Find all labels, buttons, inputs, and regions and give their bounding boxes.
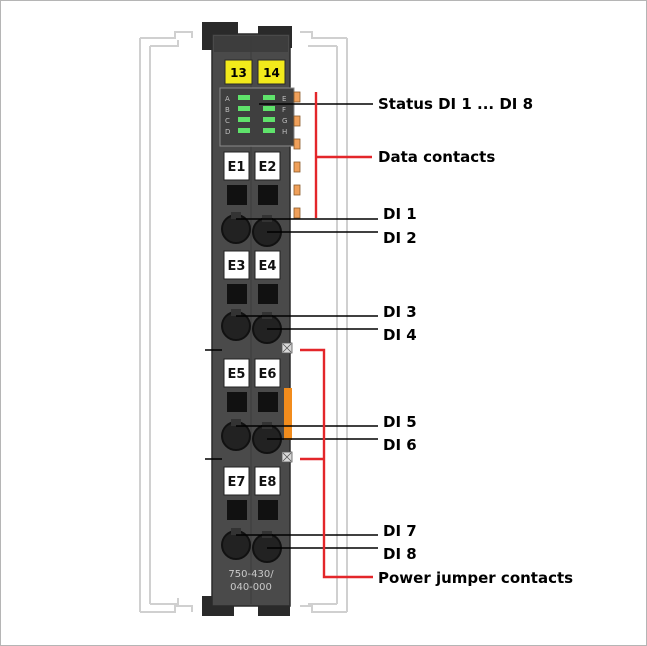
led-label-a: A (225, 95, 230, 103)
callout-di3: DI 3 (383, 303, 417, 321)
led-label-g: G (282, 117, 287, 125)
callout-di8: DI 8 (383, 545, 417, 563)
callout-di5: DI 5 (383, 413, 417, 431)
status-led (263, 106, 275, 111)
jumper-terminal-bottom-mark (282, 452, 292, 462)
data-contact (293, 91, 301, 103)
led-label-f: F (282, 106, 286, 114)
data-contact (293, 184, 301, 196)
terminal-label-plate (254, 358, 281, 388)
wire-entry-notch (231, 309, 241, 316)
callout-di7: DI 7 (383, 522, 417, 540)
data-contact (293, 138, 301, 150)
terminal-label-e7: E7 (228, 475, 246, 490)
status-led (263, 117, 275, 122)
led-label-e: E (282, 95, 286, 103)
status-led (238, 128, 250, 133)
release-slot (227, 500, 247, 520)
power-jumper-contacts (281, 342, 293, 463)
terminal-label-e6: E6 (259, 367, 277, 382)
release-slot (227, 185, 247, 205)
callout-data-contacts: Data contacts (378, 148, 495, 166)
release-slot (227, 392, 247, 412)
terminal-label-plate (254, 250, 281, 280)
terminal-tag-14 (257, 59, 286, 85)
model-number-line2: 040-000 (230, 582, 272, 593)
model-number-line1: 750-430/ (228, 569, 274, 580)
terminal-label-e4: E4 (259, 259, 277, 274)
wire-entry-notch (231, 212, 241, 219)
terminal-label-e2: E2 (259, 160, 277, 175)
callout-di6: DI 6 (383, 436, 417, 454)
data-contact (293, 161, 301, 173)
terminal-block-4 (221, 466, 282, 563)
status-led (263, 95, 275, 100)
status-led-group (238, 95, 275, 133)
callout-di2: DI 2 (383, 229, 417, 247)
status-led (238, 117, 250, 122)
status-led (238, 106, 250, 111)
jumper-terminal-top-mark (282, 343, 292, 353)
led-label-c: C (225, 117, 230, 125)
callout-di1: DI 1 (383, 205, 417, 223)
release-slot (258, 284, 278, 304)
power-jumper-bracket (300, 348, 373, 579)
terminal-block-2 (221, 250, 282, 344)
terminal-label-e3: E3 (228, 259, 246, 274)
led-window (219, 87, 295, 147)
release-slot (258, 185, 278, 205)
data-contact (293, 207, 301, 219)
data-contact (293, 115, 301, 127)
terminal-label-plate (254, 466, 281, 496)
wire-entry-notch (231, 528, 241, 535)
release-slot (258, 500, 278, 520)
callout-status: Status DI 1 ... DI 8 (378, 95, 533, 113)
terminal-label-e5: E5 (228, 367, 246, 382)
leader-lines (236, 103, 378, 549)
release-slot (227, 284, 247, 304)
led-label-h: H (282, 128, 287, 136)
terminal-tag-13 (224, 59, 253, 85)
release-slot (258, 392, 278, 412)
terminal-label-plate (223, 250, 250, 280)
status-led (263, 128, 275, 133)
din-rail (139, 31, 348, 613)
tag-label-14: 14 (263, 66, 280, 80)
power-jumper-blade (284, 388, 292, 440)
terminal-label-plate (254, 151, 281, 181)
wire-entry-notch (231, 419, 241, 426)
terminal-label-plate (223, 151, 250, 181)
led-label-d: D (225, 128, 230, 136)
terminal-label-plate (223, 358, 250, 388)
terminal-label-e8: E8 (259, 475, 277, 490)
red-brackets (300, 92, 373, 579)
tag-label-13: 13 (230, 66, 247, 80)
callout-power-jumper: Power jumper contacts (378, 569, 573, 587)
status-led (238, 95, 250, 100)
callout-di4: DI 4 (383, 326, 417, 344)
led-label-b: B (225, 106, 230, 114)
data-contacts (293, 91, 301, 219)
terminal-label-e1: E1 (228, 160, 246, 175)
terminal-label-plate (223, 466, 250, 496)
